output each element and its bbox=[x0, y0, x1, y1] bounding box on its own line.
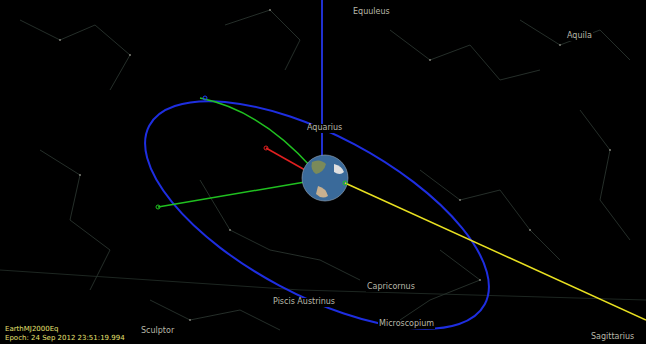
y-axis bbox=[158, 182, 305, 207]
orbit-ellipse bbox=[112, 55, 523, 344]
constellation-name: Aquarius bbox=[306, 124, 343, 133]
status-text: Epoch: 24 Sep 2012 23:51:19.994 bbox=[4, 335, 126, 343]
z-axis bbox=[321, 0, 323, 158]
constellation-name: Sagittarius bbox=[590, 333, 635, 342]
constellation-name: Capricornus bbox=[366, 283, 416, 292]
axis-marker bbox=[156, 205, 160, 209]
earth-globe bbox=[302, 155, 348, 201]
status-text: EarthMJ2000Eq bbox=[4, 326, 60, 334]
constellation-name: Microscopium bbox=[378, 320, 435, 329]
axis-marker bbox=[264, 146, 268, 150]
x-axis bbox=[266, 148, 305, 170]
constellation-name: Piscis Austrinus bbox=[272, 298, 336, 307]
axis-marker bbox=[343, 181, 347, 185]
constellation-name: Equuleus bbox=[352, 8, 391, 17]
axis-marker bbox=[203, 96, 207, 100]
sun-vector bbox=[345, 183, 646, 320]
constellation-name: Aquila bbox=[566, 32, 593, 41]
orbit-arc bbox=[200, 98, 312, 168]
stars bbox=[59, 9, 611, 321]
constellation-name: Sculptor bbox=[140, 327, 175, 336]
